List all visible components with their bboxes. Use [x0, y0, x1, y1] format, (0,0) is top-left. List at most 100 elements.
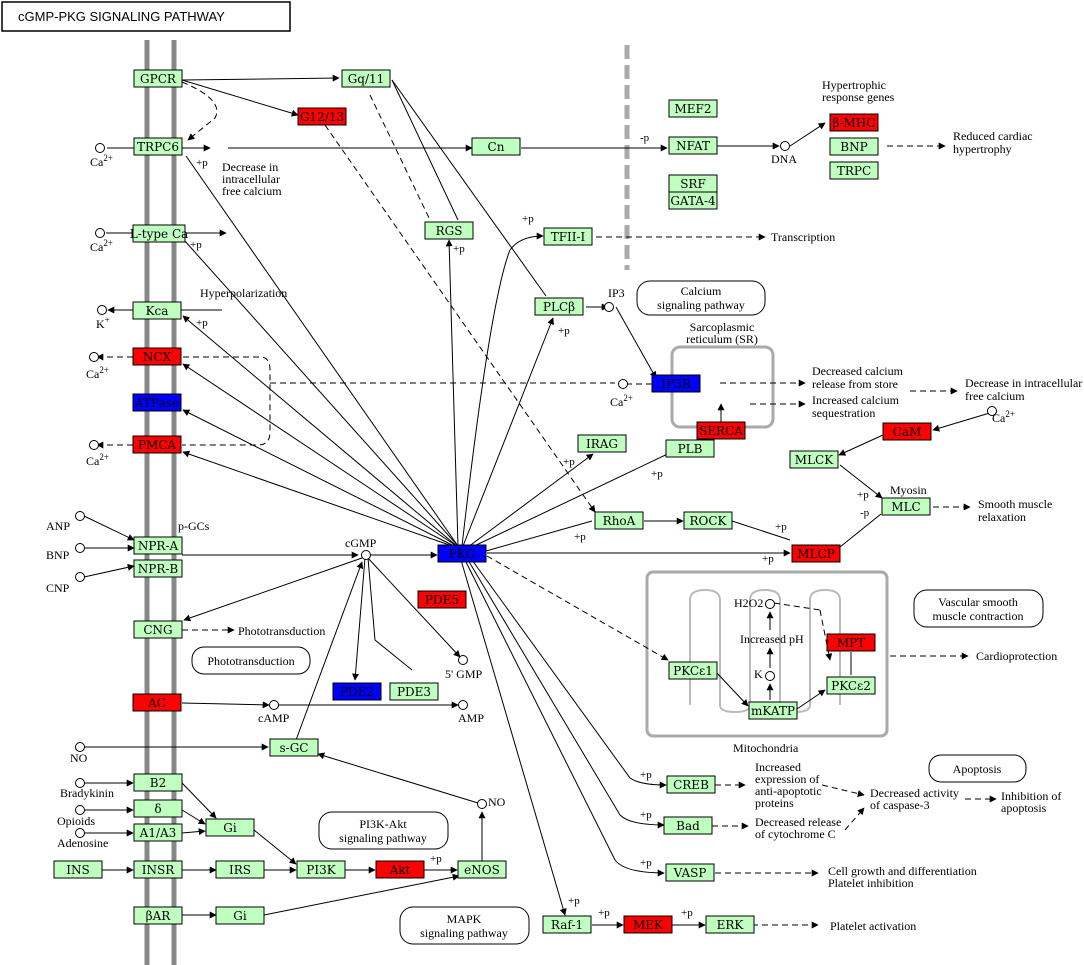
node-plcb[interactable]: PLCβ: [534, 297, 584, 316]
node-gq11[interactable]: Gq/11: [341, 69, 391, 88]
node-cng[interactable]: CNG: [133, 620, 183, 639]
node-label: PKG: [449, 547, 476, 561]
node-ncx[interactable]: NCX: [132, 347, 182, 366]
compound-circle[interactable]: [95, 143, 105, 153]
node-ltype[interactable]: L-type Ca: [130, 224, 189, 243]
node-pi3k[interactable]: PI3K: [296, 860, 346, 879]
compound-circle[interactable]: [604, 302, 614, 312]
compound-circle[interactable]: [618, 379, 628, 389]
node-vasp[interactable]: VASP: [665, 863, 715, 882]
node-box: [665, 863, 715, 882]
pathway-link-calcium[interactable]: Calcium signaling pathway: [636, 280, 766, 316]
edge: [467, 453, 594, 548]
node-rhoa[interactable]: RhoA: [594, 511, 644, 530]
phosphorylation-label: +p: [775, 521, 787, 533]
compound-circle[interactable]: [75, 778, 85, 788]
pathway-link-mapk[interactable]: MAPK signaling pathway: [399, 906, 530, 945]
compound-circle[interactable]: [75, 828, 85, 838]
node-label: PKCε2: [831, 679, 871, 693]
pathway-link-pi3k-akt[interactable]: PI3K-Akt signaling pathway: [318, 811, 449, 850]
compound-circle[interactable]: [458, 655, 468, 665]
node-bnp_gene[interactable]: BNP: [829, 137, 879, 156]
node-pde3[interactable]: PDE3: [389, 682, 439, 701]
node-bad[interactable]: Bad: [663, 816, 713, 835]
pathway-link-phototransduction[interactable]: Phototransduction: [191, 646, 311, 675]
node-ip3r[interactable]: IP3R: [651, 374, 701, 393]
node-raf1[interactable]: Raf-1: [542, 915, 592, 934]
node-enos[interactable]: eNOS: [457, 860, 507, 879]
node-atpase[interactable]: ATPase: [132, 393, 182, 412]
compound-circle[interactable]: [75, 572, 85, 582]
node-mef2[interactable]: MEF2: [668, 99, 718, 118]
compound-circle[interactable]: [269, 700, 279, 710]
node-gata4[interactable]: GATA-4: [668, 191, 718, 210]
node-gpcr[interactable]: GPCR: [133, 69, 183, 88]
node-nprb[interactable]: NPR-B: [133, 559, 183, 578]
node-delta[interactable]: δ: [133, 799, 183, 818]
compound-circle[interactable]: [765, 599, 775, 609]
node-nfat[interactable]: NFAT: [668, 136, 718, 155]
node-mek[interactable]: MEK: [623, 915, 673, 934]
compound-circle[interactable]: [95, 228, 105, 238]
node-cam[interactable]: CaM: [882, 422, 932, 441]
node-erk[interactable]: ERK: [705, 915, 755, 934]
compound-circle[interactable]: [89, 352, 99, 362]
node-tfii[interactable]: TFII-I: [543, 227, 593, 246]
node-mpt[interactable]: MPT: [826, 633, 876, 652]
compound-circle[interactable]: [89, 440, 99, 450]
compound-circle[interactable]: [97, 305, 107, 315]
node-sgc[interactable]: s-GC: [269, 738, 319, 757]
node-kca[interactable]: Kca: [132, 301, 182, 320]
node-b2[interactable]: B2: [133, 773, 183, 792]
pathway-link-vascular[interactable]: Vascular smooth muscle contraction: [913, 589, 1044, 628]
node-mlc[interactable]: MLC: [881, 497, 931, 516]
node-a1a3[interactable]: A1/A3: [133, 823, 183, 842]
node-g1213[interactable]: G12/13: [297, 107, 347, 126]
node-box: [829, 161, 879, 180]
node-gi1[interactable]: Gi: [205, 818, 255, 837]
compound-circle[interactable]: [361, 550, 371, 560]
node-serca[interactable]: SERCA: [696, 421, 746, 440]
pathway-link-apoptosis[interactable]: Apoptosis: [928, 754, 1027, 783]
node-npra[interactable]: NPR-A: [133, 536, 183, 555]
compound-circle[interactable]: [987, 406, 997, 416]
node-irs[interactable]: IRS: [215, 860, 265, 879]
compound-circle[interactable]: [75, 742, 85, 752]
node-label: mKATP: [751, 704, 795, 718]
compound-circle[interactable]: [458, 700, 468, 710]
node-rock[interactable]: ROCK: [683, 511, 733, 530]
node-irag[interactable]: IRAG: [577, 434, 627, 453]
compound-circle[interactable]: [780, 141, 790, 151]
node-label: RGS: [436, 224, 463, 238]
compound-circle[interactable]: [477, 799, 487, 809]
node-bmhc[interactable]: β-MHC: [829, 113, 879, 132]
edge: [181, 809, 206, 825]
node-pmca[interactable]: PMCA: [132, 435, 182, 454]
node-bar[interactable]: βAR: [133, 906, 183, 925]
node-pde2[interactable]: PDE2: [332, 682, 382, 701]
node-creb[interactable]: CREB: [666, 775, 716, 794]
node-trpc_gene[interactable]: TRPC: [829, 161, 879, 180]
compound-circle[interactable]: [765, 671, 775, 681]
node-akt[interactable]: Akt: [375, 860, 425, 879]
compound-circle[interactable]: [75, 511, 85, 521]
node-gi2[interactable]: Gi: [215, 906, 265, 925]
node-srf[interactable]: SRF: [668, 174, 718, 193]
node-cn[interactable]: Cn: [471, 137, 521, 156]
node-insr[interactable]: INSR: [133, 860, 183, 879]
node-trpc6[interactable]: TRPC6: [133, 137, 183, 156]
node-mlcp[interactable]: MLCP: [791, 544, 841, 563]
label-dec-release-2: release from store: [812, 377, 898, 391]
node-rgs[interactable]: RGS: [424, 221, 474, 240]
node-pkce1[interactable]: PKCε1: [668, 661, 718, 680]
compound-circle[interactable]: [75, 805, 85, 815]
node-ins[interactable]: INS: [53, 860, 103, 879]
node-pkg[interactable]: PKG: [437, 544, 487, 563]
node-plb[interactable]: PLB: [665, 439, 715, 458]
compound-circle[interactable]: [75, 543, 85, 553]
node-pde5[interactable]: PDE5: [417, 590, 467, 609]
node-mlck[interactable]: MLCK: [789, 450, 839, 469]
node-mkatp[interactable]: mKATP: [748, 701, 798, 720]
node-ac[interactable]: AC: [132, 693, 182, 712]
node-pkce2[interactable]: PKCε2: [826, 676, 876, 695]
